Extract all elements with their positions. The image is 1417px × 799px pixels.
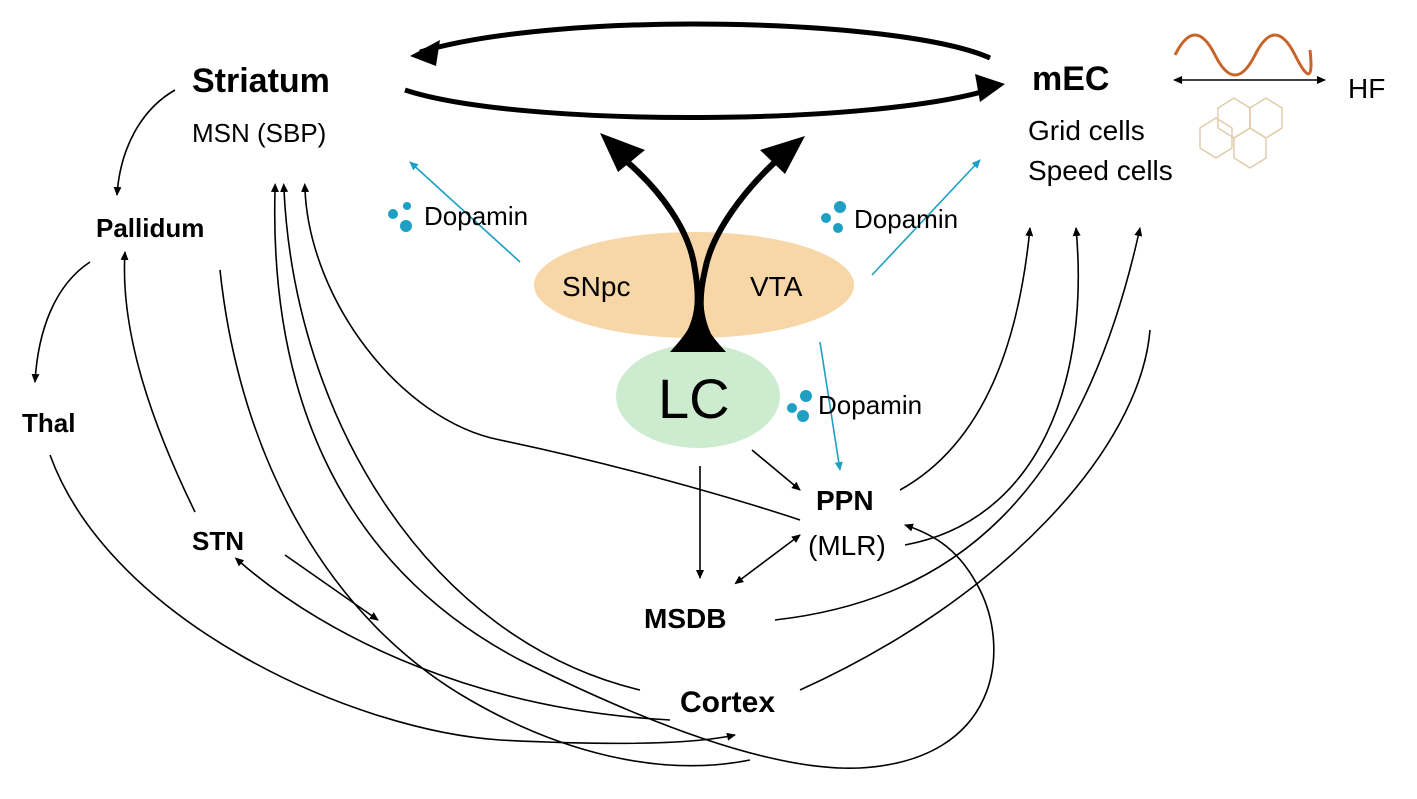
dopamine-molecules-icon	[821, 201, 846, 233]
thal-label: Thal	[22, 408, 75, 438]
connections	[31, 76, 1326, 769]
hexagon-grid-icon	[1199, 97, 1283, 169]
msn-label: MSN (SBP)	[192, 118, 326, 148]
msdb-label: MSDB	[644, 603, 726, 634]
grid-cells-label: Grid cells	[1028, 115, 1145, 146]
lc-label: LC	[658, 367, 730, 430]
dopamine-label: Dopamin	[818, 390, 922, 420]
dopamine-label: Dopamin	[854, 204, 958, 234]
dopamine-molecules-icon	[388, 202, 412, 232]
speed-cells-label: Speed cells	[1028, 155, 1173, 186]
stn-label: STN	[192, 526, 244, 556]
theta-wave-icon	[1173, 33, 1313, 77]
mlr-label: (MLR)	[808, 530, 886, 561]
dopamine-label: Dopamin	[424, 201, 528, 231]
ppn-label: PPN	[816, 485, 874, 516]
snpc-label: SNpc	[562, 271, 630, 302]
pallidum-label: Pallidum	[96, 213, 204, 243]
striatum-label: Striatum	[192, 62, 330, 100]
mec-label: mEC	[1032, 60, 1109, 98]
cortex-label: Cortex	[680, 686, 775, 719]
hf-label: HF	[1348, 73, 1385, 104]
striatum-mec-loop	[404, 21, 1005, 121]
vta-label: VTA	[750, 271, 803, 302]
dopamine-molecules-icon	[787, 390, 812, 422]
